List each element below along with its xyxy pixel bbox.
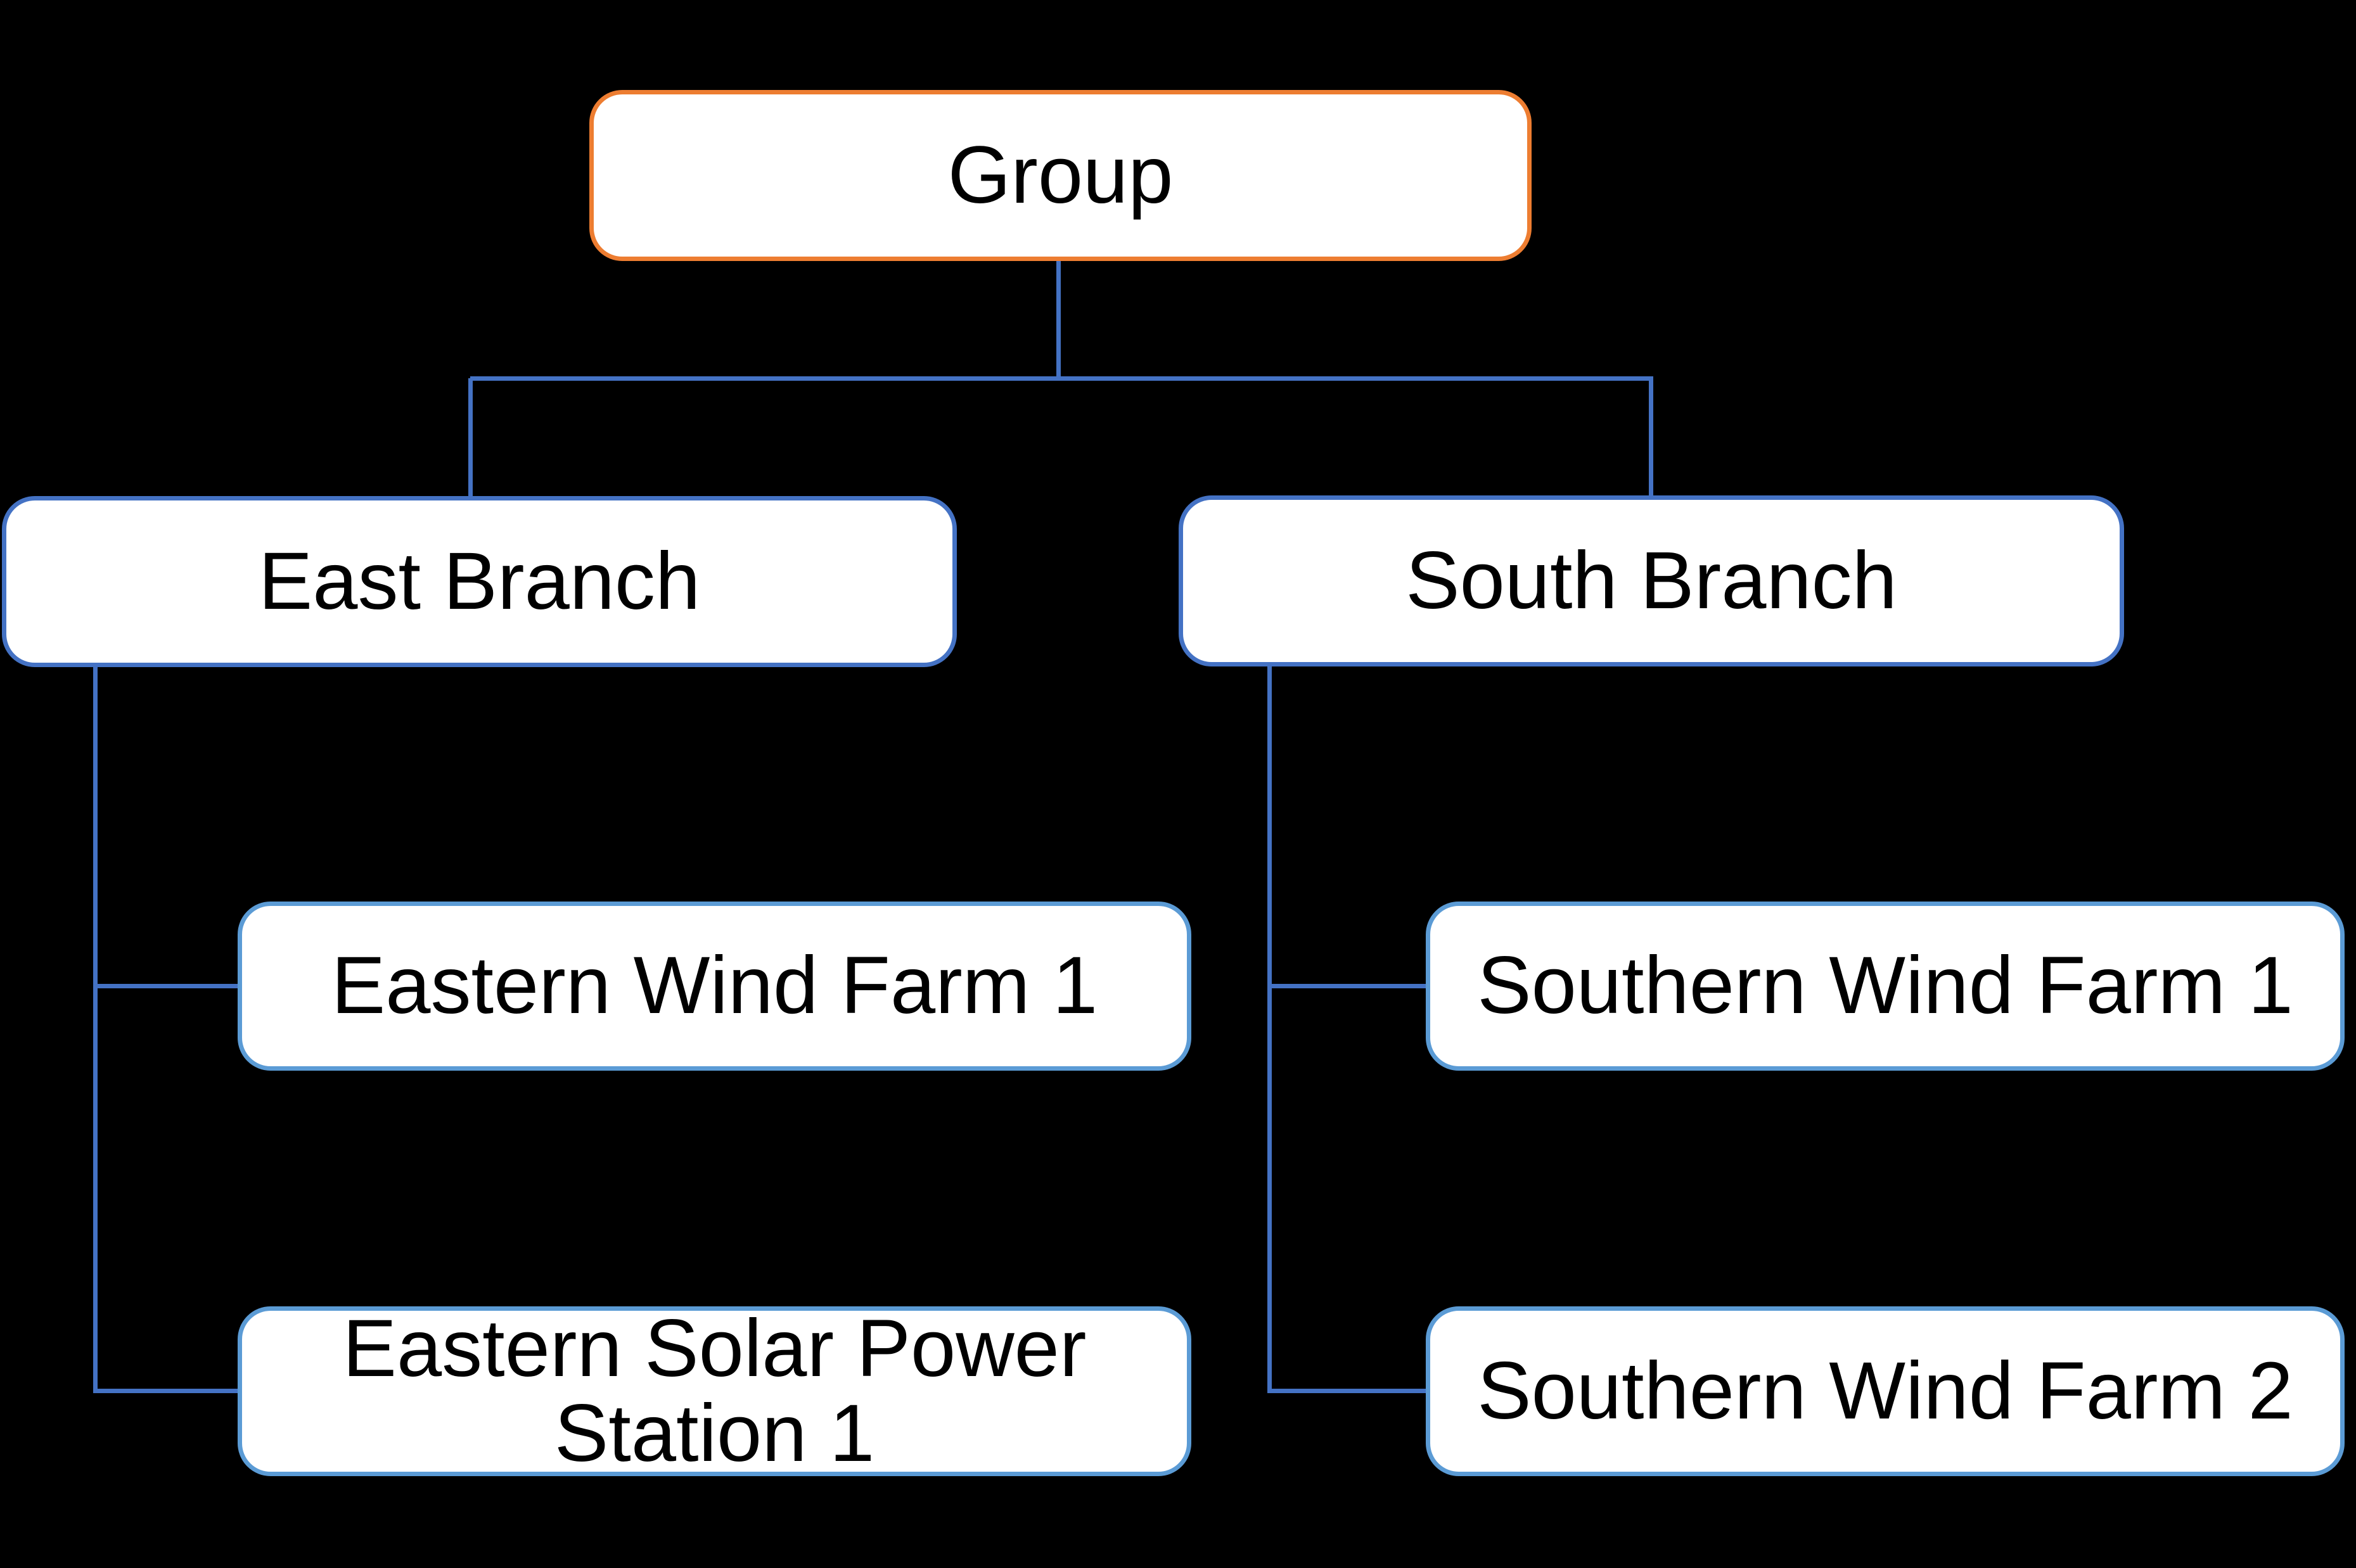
connector-south-trunk xyxy=(1267,665,1272,1393)
connector-horizontal-bar xyxy=(470,376,1653,381)
node-label: East Branch xyxy=(258,535,701,627)
connector-east-branch-drop xyxy=(468,378,473,499)
connector-south-child-stub-1 xyxy=(1269,984,1429,988)
node-eastern-wind-farm-1[interactable]: Eastern Wind Farm 1 xyxy=(238,902,1191,1071)
node-label: Southern Wind Farm 1 xyxy=(1477,940,2293,1031)
node-label: South Branch xyxy=(1405,535,1897,626)
node-southern-wind-farm-1[interactable]: Southern Wind Farm 1 xyxy=(1426,902,2345,1071)
connector-east-child-stub-2 xyxy=(95,1389,241,1393)
node-label: Southern Wind Farm 2 xyxy=(1477,1345,2293,1436)
connector-east-trunk xyxy=(93,665,98,1393)
connector-east-child-stub-1 xyxy=(95,984,241,988)
node-label: Eastern Solar Power Station 1 xyxy=(342,1303,1087,1479)
node-south-branch[interactable]: South Branch xyxy=(1179,495,2124,666)
node-group[interactable]: Group xyxy=(589,90,1532,261)
node-southern-wind-farm-2[interactable]: Southern Wind Farm 2 xyxy=(1426,1306,2345,1476)
node-label: Group xyxy=(947,129,1174,220)
node-eastern-solar-power-station-1[interactable]: Eastern Solar Power Station 1 xyxy=(238,1306,1191,1476)
node-label: Eastern Wind Farm 1 xyxy=(331,940,1098,1031)
connector-south-branch-drop xyxy=(1649,378,1653,497)
node-east-branch[interactable]: East Branch xyxy=(2,496,957,667)
connector-root-drop xyxy=(1056,261,1061,379)
connector-south-child-stub-2 xyxy=(1269,1389,1429,1393)
